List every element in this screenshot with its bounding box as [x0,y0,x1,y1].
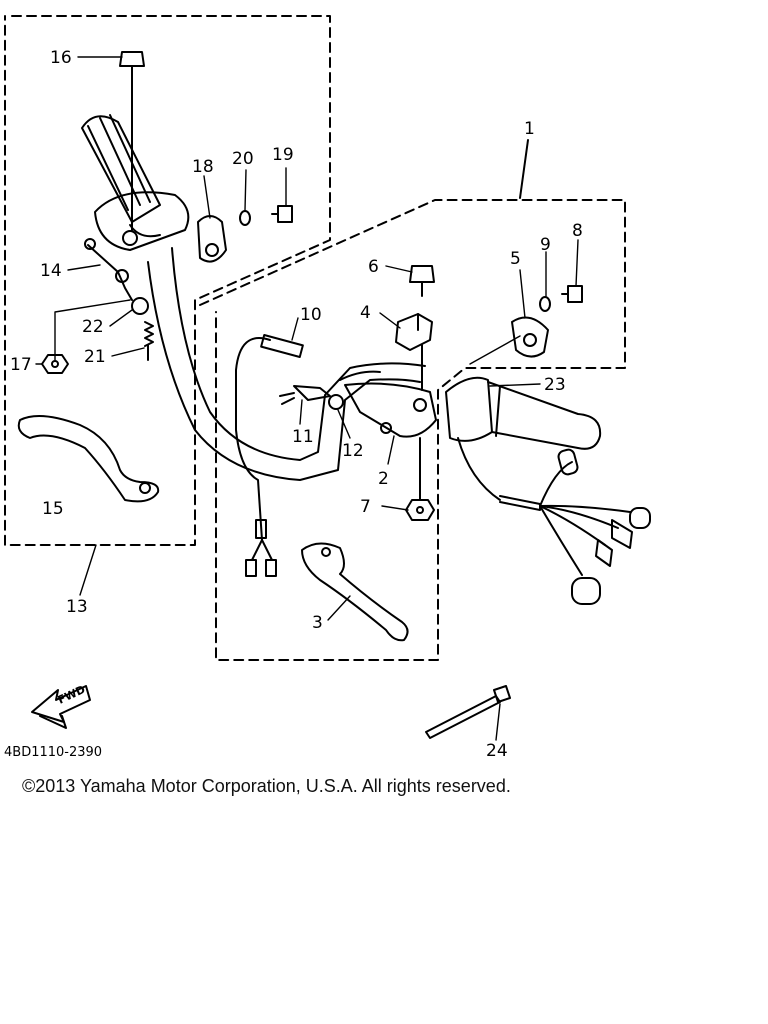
bolt-6 [409,265,435,391]
part-12 [328,394,344,410]
callout-12: 12 [342,441,364,461]
callout-21: 21 [84,347,106,367]
parts-diagram: FWD 1 2 3 4 5 6 [4,15,651,761]
callout-23: 23 [544,375,566,395]
callout-11: 11 [292,427,314,447]
callout-17: 17 [10,355,32,375]
lever-holder-2 [344,382,437,501]
spring-21 [144,321,154,361]
callout-3: 3 [312,613,323,633]
right-group-boundary [199,199,626,661]
drawing-number: 4BD1110-2390 [4,745,102,760]
left-group-boundary [4,15,331,546]
callout-8: 8 [572,221,583,241]
switch-11 [279,385,331,405]
callout-13: 13 [66,597,88,617]
lever-15 [17,415,160,503]
callout-24: 24 [486,741,508,761]
screw-19 [271,205,293,223]
callout-18: 18 [192,157,214,177]
callout-6: 6 [368,257,379,277]
callout-5: 5 [510,249,521,269]
left-grip [81,114,161,223]
callout-9: 9 [540,235,551,255]
nut-7 [405,499,435,521]
screw-8 [561,285,583,303]
callout-16: 16 [50,48,72,68]
cable-tie-24 [425,685,511,739]
callout-1: 1 [524,119,535,139]
leader-1 [519,139,529,199]
bolt-16 [119,51,145,231]
washer-9 [539,296,551,312]
washer-20 [239,210,251,226]
copyright-notice: ©2013 Yamaha Motor Corporation, U.S.A. A… [22,776,511,796]
callout-7: 7 [360,497,371,517]
callout-19: 19 [272,145,294,165]
callout-10: 10 [300,305,322,325]
callout-2: 2 [378,469,389,489]
clamp-18 [197,215,227,263]
throttle-23 [445,376,602,450]
callout-15: 15 [42,499,64,519]
left-lever-holder [94,191,190,251]
wire-10 [235,334,304,577]
leader-lines [35,56,579,741]
lever-3 [301,542,409,642]
callout-22: 22 [82,317,104,337]
switch-4 [395,313,433,351]
handlebar [147,247,426,481]
callout-20: 20 [232,149,254,169]
throttle-wiring [457,437,651,605]
fwd-arrow [31,685,91,729]
callout-4: 4 [360,303,371,323]
callout-14: 14 [40,261,62,281]
clamp-5 [511,316,549,358]
part-22 [131,297,149,315]
bracket-14 [87,244,133,301]
